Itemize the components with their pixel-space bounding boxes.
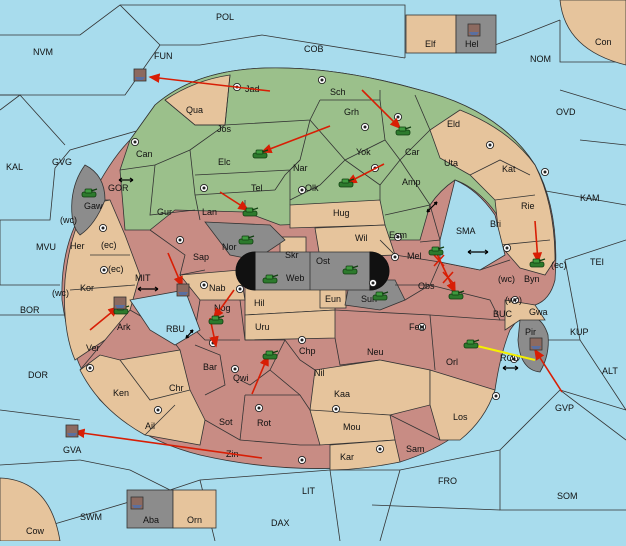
sea-sma[interactable] — [439, 179, 506, 271]
label-dor: DOR — [28, 370, 49, 380]
label-pol: POL — [216, 12, 234, 22]
passage-markers — [118, 177, 519, 371]
fleet-pir[interactable] — [529, 337, 543, 351]
label-nom: NOM — [530, 54, 551, 64]
region-aba[interactable] — [126, 489, 174, 529]
label-lit: LIT — [302, 486, 316, 496]
region-east-coast[interactable] — [429, 109, 556, 276]
support-line — [472, 344, 536, 361]
label-gvg: GVG — [52, 157, 72, 167]
region-uru[interactable] — [244, 309, 336, 341]
label-cob: COB — [304, 44, 324, 54]
label-alt: ALT — [602, 366, 618, 376]
label-som: SOM — [557, 491, 578, 501]
label-kal: KAL — [6, 162, 23, 172]
region-cow[interactable] — [0, 477, 61, 542]
region-ken-chr[interactable] — [79, 349, 206, 446]
region-hug[interactable] — [289, 199, 386, 229]
fleet-fun[interactable] — [133, 68, 147, 82]
fleet-aba[interactable] — [130, 496, 144, 510]
label-fun: FUN — [154, 51, 173, 61]
region-mou[interactable] — [309, 409, 396, 446]
order-arrows — [73, 73, 563, 459]
region-kar[interactable] — [329, 439, 401, 471]
region-con[interactable] — [559, 0, 626, 66]
region-orn[interactable] — [172, 489, 217, 529]
region-web-ost[interactable] — [235, 251, 390, 291]
region-gwa[interactable] — [504, 299, 546, 331]
label-tei: TEI — [590, 257, 604, 267]
label-ovd: OVD — [556, 107, 576, 117]
label-mvu: MVU — [36, 242, 56, 252]
label-bor: BOR — [20, 305, 40, 315]
fleet-hel[interactable] — [467, 23, 481, 37]
label-gvp: GVP — [555, 403, 574, 413]
dislodge-marks — [433, 254, 454, 284]
fleet-ark[interactable] — [113, 296, 127, 310]
label-gva: GVA — [63, 445, 81, 455]
rose-borders — [79, 239, 515, 446]
region-gaw[interactable] — [71, 164, 106, 236]
fleet-gva[interactable] — [65, 424, 79, 438]
fleet-mit[interactable] — [176, 283, 190, 297]
green-borders — [119, 74, 441, 276]
label-dax: DAX — [271, 518, 290, 528]
sea-boundaries — [0, 4, 626, 542]
label-fro: FRO — [438, 476, 457, 486]
region-elf[interactable] — [405, 14, 457, 54]
label-kam: KAM — [580, 193, 600, 203]
label-nvm: NVM — [33, 47, 53, 57]
region-nab[interactable] — [179, 269, 246, 301]
